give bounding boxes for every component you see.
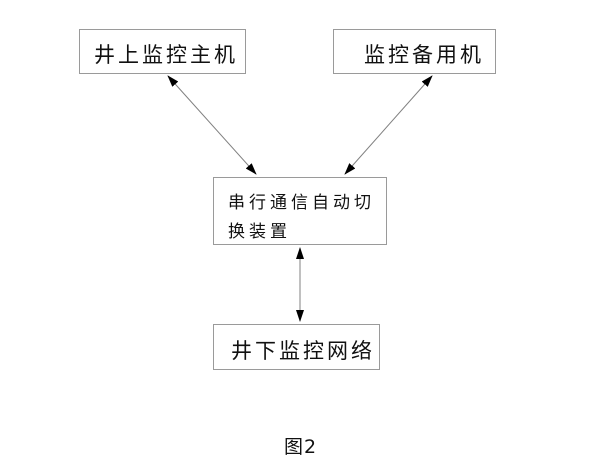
node-underground-network-label: 井下监控网络 <box>231 339 375 363</box>
node-serial-switcher-label-line1: 串行通信自动切 <box>228 193 375 213</box>
arrow-host-to-switcher <box>167 75 257 175</box>
arrow-backup-to-switcher <box>344 75 433 175</box>
figure-caption: 图2 <box>284 436 318 458</box>
node-backup-monitor: 监控备用机 <box>333 29 496 74</box>
node-serial-switcher-label-line2: 换装置 <box>228 222 291 242</box>
node-host-monitor-label: 井上监控主机 <box>94 43 238 67</box>
node-underground-network: 井下监控网络 <box>213 324 380 370</box>
node-serial-switcher: 串行通信自动切 换装置 <box>213 177 387 245</box>
node-host-monitor: 井上监控主机 <box>79 29 246 74</box>
node-backup-monitor-label: 监控备用机 <box>364 43 484 67</box>
